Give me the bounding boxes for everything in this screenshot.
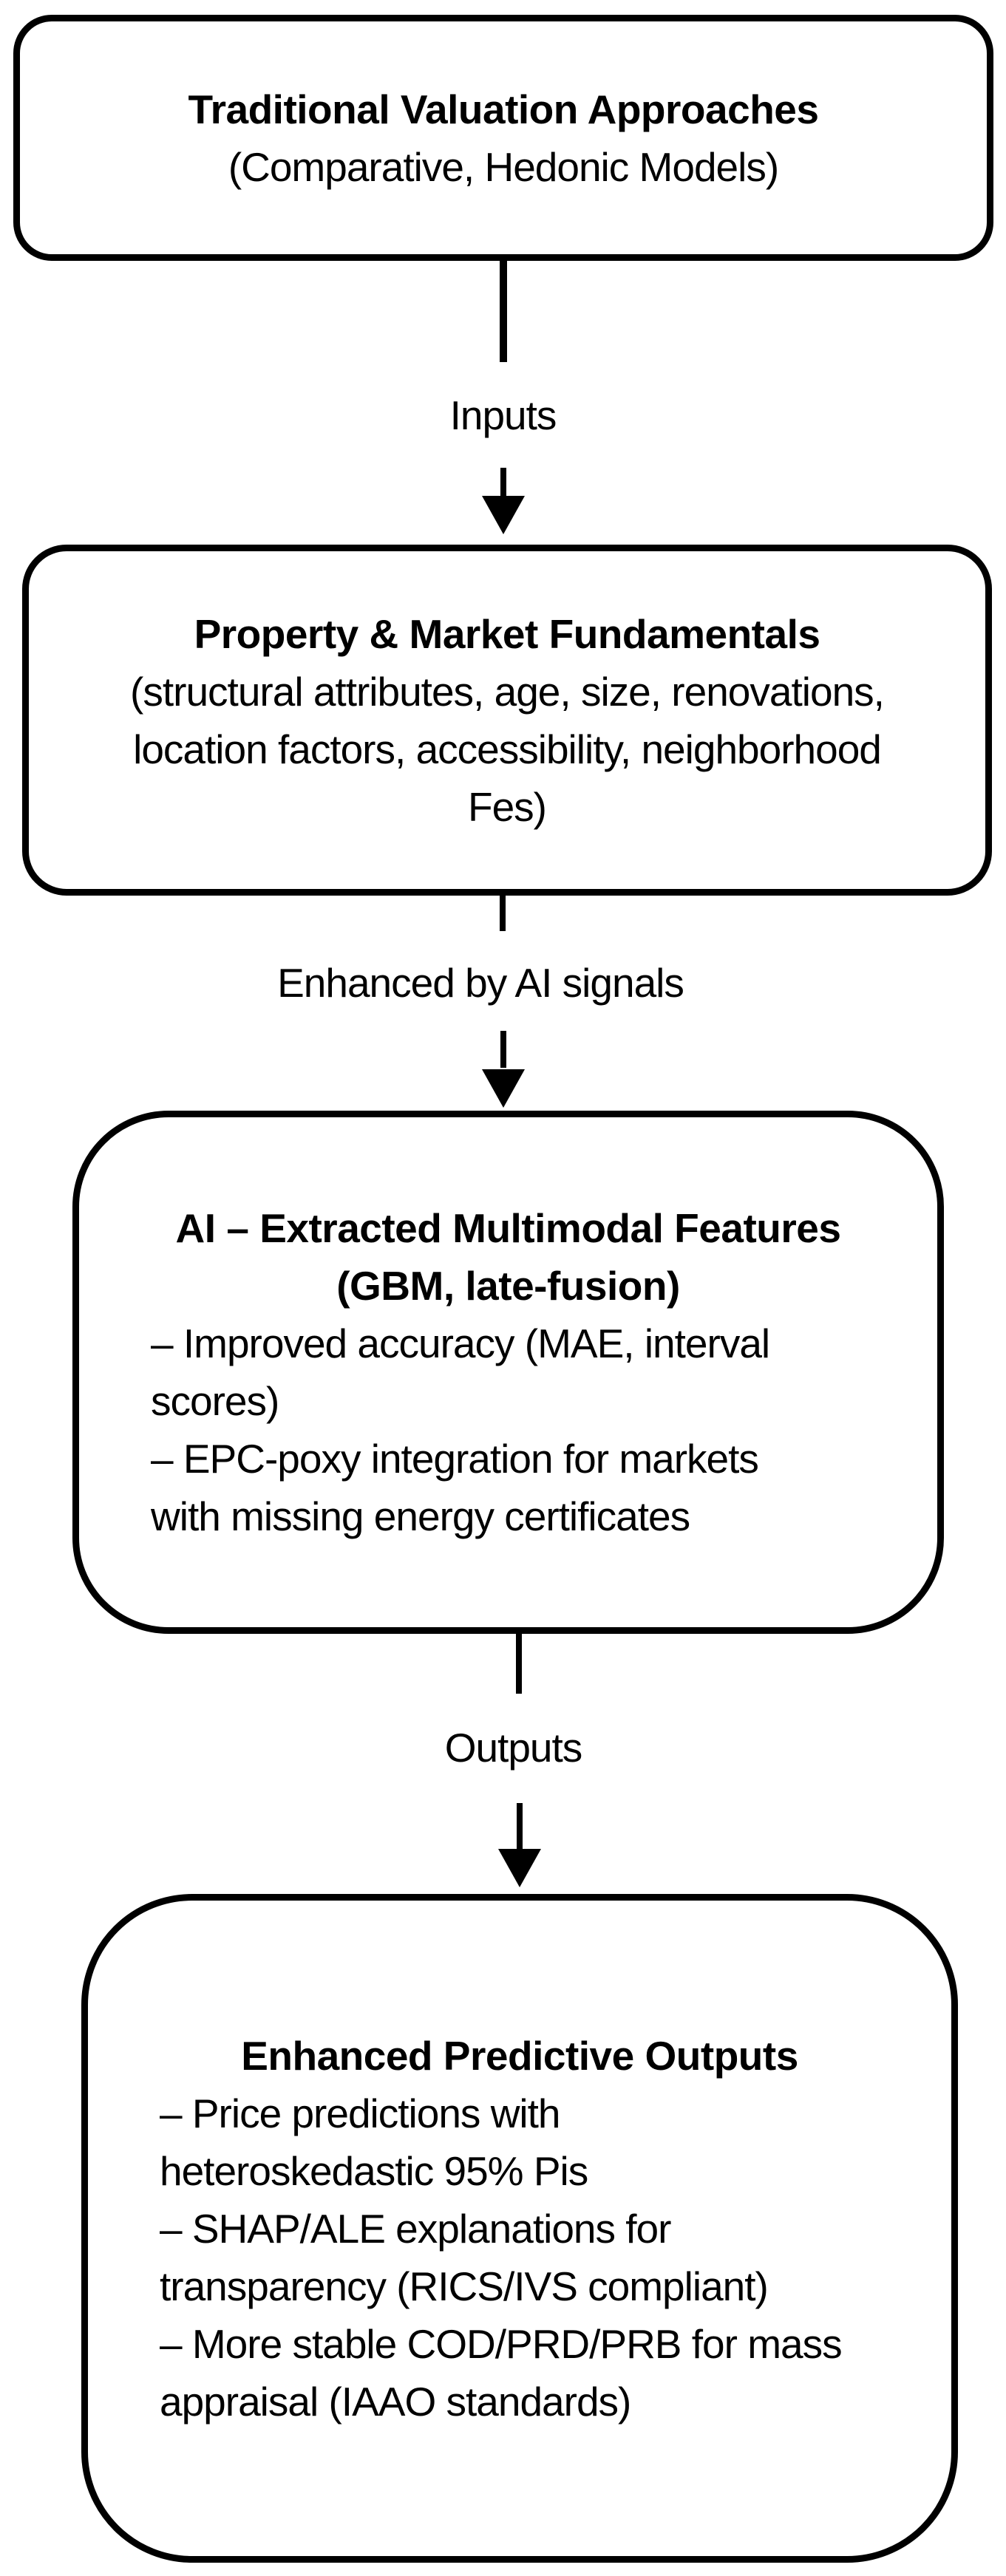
- arrowhead-down: [482, 1069, 525, 1108]
- box-property-market-fundamentals: Property & Market Fundamentals (structur…: [22, 545, 992, 896]
- box-title-line: (GBM, late-fusion): [336, 1263, 680, 1309]
- box-body-line: Fes): [468, 783, 547, 830]
- box-body-line: appraisal (IAAO standards): [160, 2378, 631, 2425]
- box-title-line: Traditional Valuation Approaches: [188, 86, 819, 132]
- connector-label-outputs: Outputs: [444, 1725, 583, 1771]
- box-body-line: location factors, accessibility, neighbo…: [133, 726, 882, 772]
- arrowhead-down: [498, 1849, 541, 1887]
- box-ai-extracted-multimodal-features: AI – Extracted Multimodal Features (GBM,…: [72, 1111, 944, 1634]
- arrowhead-down: [482, 496, 525, 534]
- box-body-line: transparency (RICS/IVS compliant): [160, 2263, 769, 2309]
- box-body-line: (Comparative, Hedonic Models): [228, 143, 779, 190]
- box-body-line: – More stable COD/PRD/PRB for mass: [160, 2320, 843, 2367]
- box-body-line: – Improved accuracy (MAE, interval: [151, 1321, 770, 1366]
- connector-label-inputs: Inputs: [449, 392, 557, 438]
- connector-line: [517, 1803, 523, 1853]
- connector-line: [500, 896, 506, 931]
- connector-line: [500, 1031, 506, 1068]
- connector-line: [500, 260, 507, 362]
- connector-line: [500, 468, 506, 499]
- box-title-line: AI – Extracted Multimodal Features: [175, 1205, 841, 1251]
- connector-label-enhanced-by-ai-signals: Enhanced by AI signals: [277, 960, 684, 1006]
- box-enhanced-predictive-outputs: Enhanced Predictive Outputs – Price pred…: [81, 1894, 958, 2563]
- box-body-line: – EPC-poxy integration for markets: [151, 1436, 759, 1482]
- connector-line: [516, 1634, 522, 1694]
- box-body-line: – SHAP/ALE explanations for: [160, 2205, 671, 2252]
- box-body-line: with missing energy certificates: [151, 1493, 690, 1539]
- box-title-line: Property & Market Fundamentals: [194, 610, 820, 657]
- box-body-line: heteroskedastic 95% Pis: [160, 2147, 588, 2194]
- box-body-line: scores): [151, 1378, 279, 1424]
- box-title-line: Enhanced Predictive Outputs: [241, 2032, 798, 2079]
- box-traditional-valuation-approaches: Traditional Valuation Approaches (Compar…: [13, 15, 993, 261]
- box-body-line: – Price predictions with: [160, 2090, 561, 2136]
- box-body-line: (structural attributes, age, size, renov…: [130, 668, 885, 715]
